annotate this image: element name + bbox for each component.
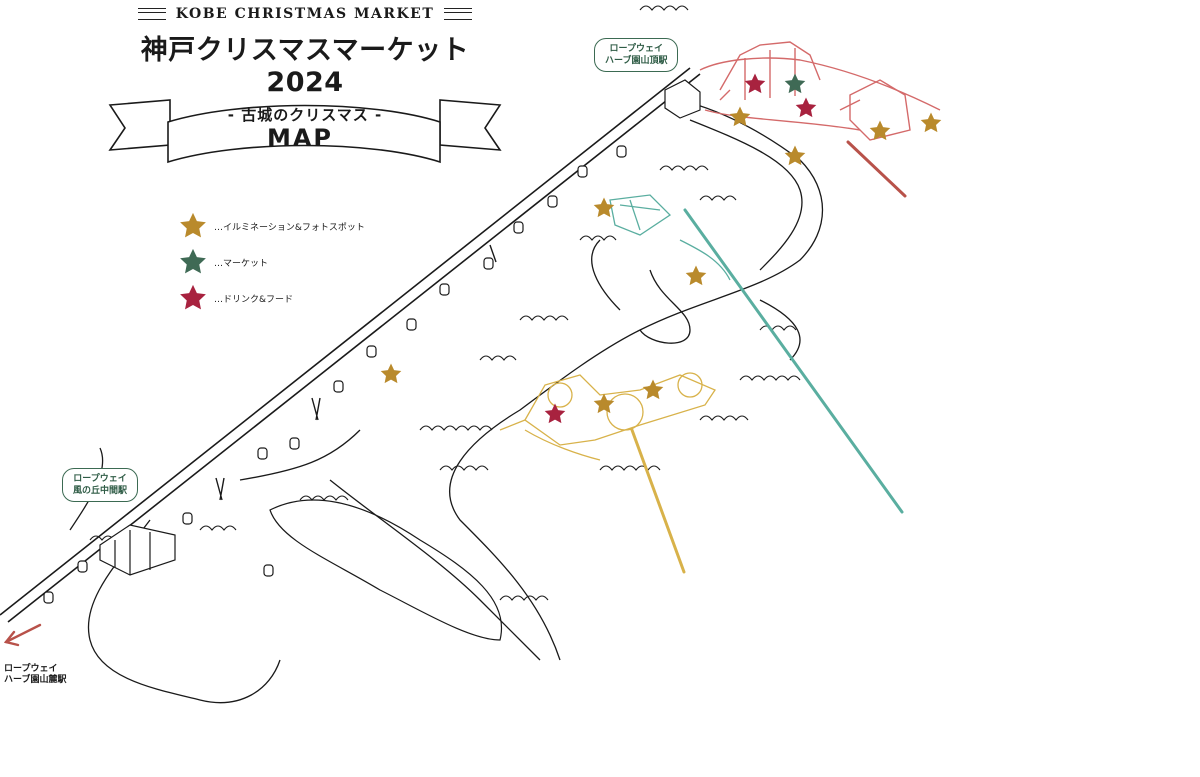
station-line2: 風の丘中間駅	[73, 486, 128, 496]
map-star-food-icon[interactable]	[544, 403, 566, 424]
legend-item-market: …マーケット	[178, 244, 365, 280]
star-icon	[180, 284, 206, 310]
lawn-field	[269, 499, 503, 641]
header: KOBE CHRISTMAS MARKET 神戸クリスマスマーケット 2024 …	[100, 6, 510, 125]
star-icon	[180, 212, 206, 238]
station-line1: ロープウェイ	[609, 44, 663, 54]
exit-arrow-icon	[3, 623, 42, 647]
yellow-route-line	[630, 428, 686, 574]
legend-label: …マーケット	[214, 258, 269, 269]
station-line2: ハーブ園山頂駅	[605, 56, 668, 66]
map-star-illumination-icon[interactable]	[642, 379, 664, 400]
legend-item-illumination: …イルミネーション&フォトスポット	[178, 208, 365, 244]
greenhouse-area	[499, 372, 716, 461]
legend-item-food: …ドリンク&フード	[178, 280, 365, 316]
station-label-bottom[interactable]: ロープウェイ ハーブ園山麓駅	[4, 664, 66, 686]
map-star-market-icon[interactable]	[784, 73, 806, 94]
map-star-illumination-icon[interactable]	[593, 197, 615, 218]
ropeway-towers	[215, 244, 497, 501]
teal-route-line	[683, 208, 904, 514]
map-star-food-icon[interactable]	[795, 97, 817, 118]
station-label-middle[interactable]: ロープウェイ 風の丘中間駅	[62, 468, 139, 502]
page-title: 神戸クリスマスマーケット 2024	[140, 35, 470, 98]
star-icon	[180, 248, 206, 274]
header-banner-ribbon	[108, 99, 502, 164]
eyebrow-ornament-left	[137, 8, 166, 20]
map-star-illumination-icon[interactable]	[869, 120, 891, 141]
station-line2: ハーブ園山麓駅	[4, 675, 67, 685]
page-subtitle: - 古城のクリスマス -	[227, 106, 383, 124]
eyebrow-ornament-right	[444, 8, 473, 20]
teal-garden	[609, 194, 731, 281]
middle-station-building	[99, 524, 176, 576]
station-label-top[interactable]: ロープウェイ ハーブ園山頂駅	[594, 38, 679, 72]
eyebrow-text: KOBE CHRISTMAS MARKET	[175, 6, 435, 22]
legend-label: …ドリンク&フード	[214, 294, 294, 305]
castle-route-line	[846, 140, 907, 198]
map-star-illumination-icon[interactable]	[593, 393, 615, 414]
legend: …イルミネーション&フォトスポット …マーケット …ドリンク&フード	[178, 208, 365, 316]
top-station-building	[664, 79, 701, 119]
legend-label: …イルミネーション&フォトスポット	[214, 222, 365, 233]
map-star-food-icon[interactable]	[744, 73, 766, 94]
map-star-illumination-icon[interactable]	[920, 112, 942, 133]
castle-area	[699, 41, 941, 141]
station-line1: ロープウェイ	[73, 474, 127, 484]
banner-label: MAP	[266, 124, 334, 152]
eyebrow: KOBE CHRISTMAS MARKET	[100, 6, 510, 22]
gondolas	[43, 145, 627, 604]
station-line1: ロープウェイ	[4, 664, 58, 674]
walking-paths	[69, 119, 803, 704]
map-star-illumination-icon[interactable]	[784, 145, 806, 166]
map-star-illumination-icon[interactable]	[685, 265, 707, 286]
map-star-illumination-icon[interactable]	[729, 106, 751, 127]
map-star-illumination-icon[interactable]	[380, 363, 402, 384]
